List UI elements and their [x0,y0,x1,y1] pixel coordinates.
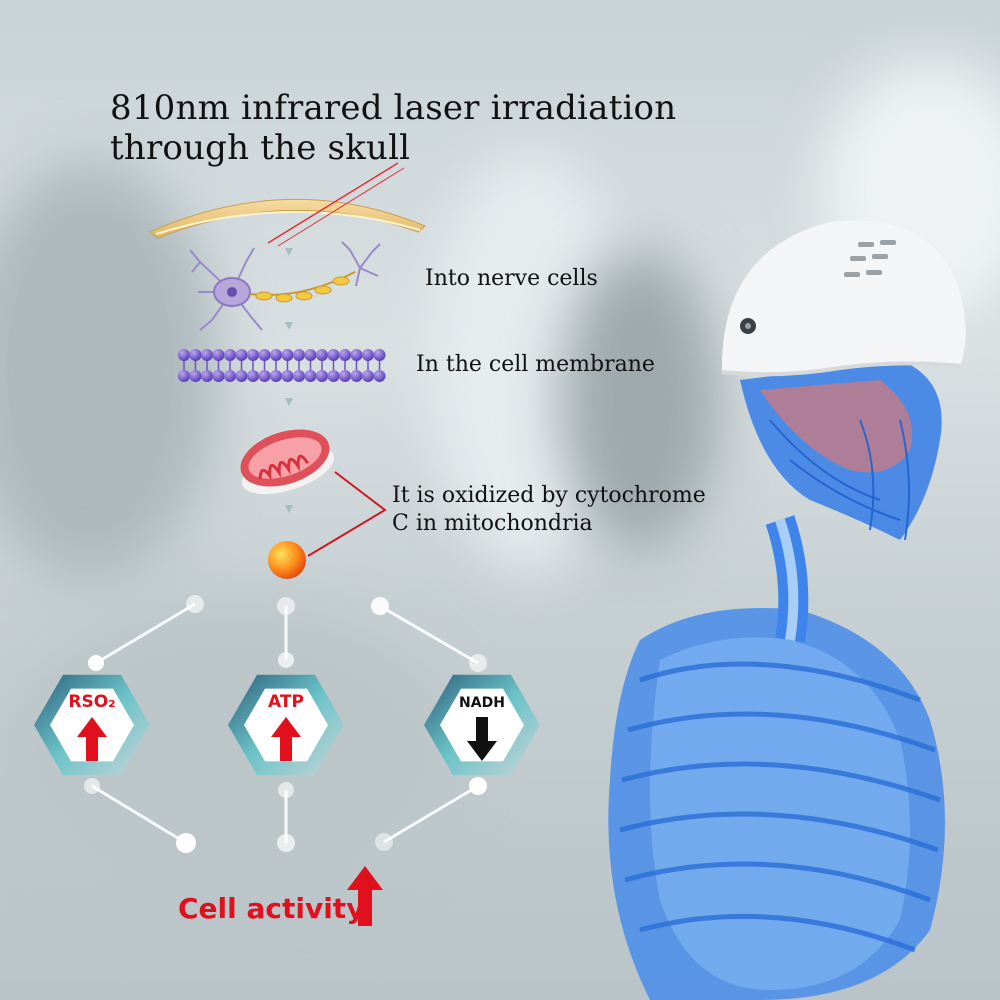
neuron-icon [189,241,381,331]
indicator-hexagon-0: RSO₂ [34,674,150,776]
indicator-hexagons: RSO₂ ATP NADH [34,674,540,776]
step-mitochondria: It is oxidized by cytochrome C in mitocho… [392,482,706,538]
skeleton-figure [608,220,966,1000]
mitochondrion-icon [240,429,335,495]
indicator-label: RSO₂ [68,692,115,712]
step-nerve-cells: Into nerve cells [425,266,598,291]
flow-arrows [285,248,293,513]
indicator-label: ATP [268,692,304,712]
cell-activity-up-arrow-icon [347,866,383,926]
bg-blur-3 [560,250,720,550]
down-arrow-icon [467,717,497,761]
laser-helmet-icon [721,220,966,377]
axon-myelin [249,271,356,303]
cell-membrane-icon [178,349,386,382]
indicator-hexagon-2: NADH [424,674,540,776]
cell-activity-label: Cell activity [178,892,365,925]
step-cell-membrane: In the cell membrane [416,352,655,377]
up-arrow-icon [77,717,107,761]
cytochrome-c-icon [268,541,306,579]
step-mitochondria-line-1: It is oxidized by cytochrome [392,483,706,508]
network-lines [91,602,479,845]
connector-line [307,471,387,557]
up-arrow-icon [271,717,301,761]
title-line-2: through the skull [110,128,411,168]
laser-beam-icon [267,162,405,247]
skull-layer-icon [149,199,426,239]
indicator-hexagon-1: ATP [228,674,344,776]
indicator-label: NADH [459,695,505,711]
step-mitochondria-line-2: C in mitochondria [392,511,593,536]
network-dots [84,595,487,853]
title-line-1: 810nm infrared laser irradiation [110,88,677,128]
